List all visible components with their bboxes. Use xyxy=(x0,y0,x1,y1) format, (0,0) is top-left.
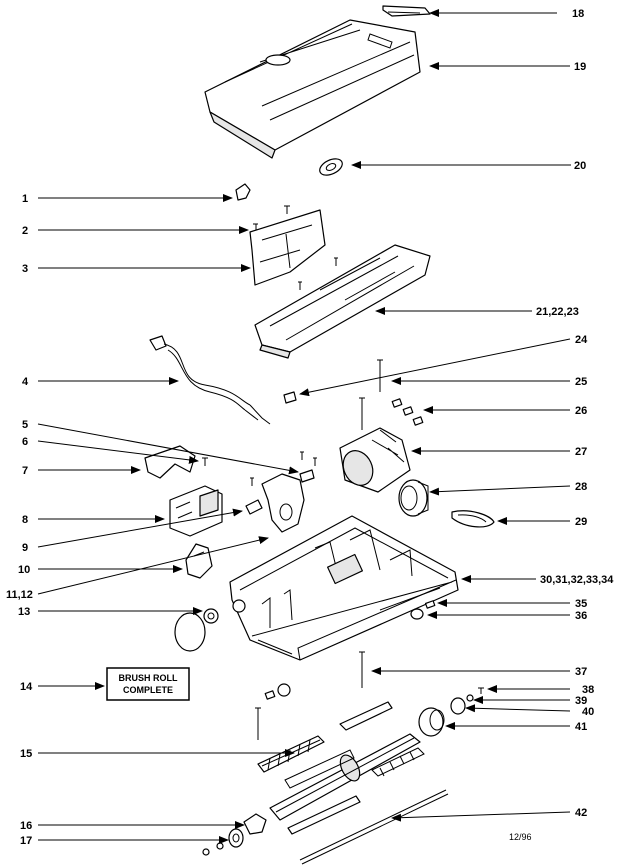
part-9-plate xyxy=(245,499,263,515)
part-25-screws xyxy=(359,359,383,430)
brush-roll-line2: COMPLETE xyxy=(123,685,173,695)
callout-37: 37 xyxy=(575,666,587,678)
callout-19: 19 xyxy=(574,61,586,73)
callout-4: 4 xyxy=(22,376,29,388)
part-11-pedal xyxy=(250,473,305,533)
part-brush-roll-dowel xyxy=(269,701,425,821)
part-21-nozzle xyxy=(254,244,431,359)
part-4-cord xyxy=(149,335,271,425)
callout-labels: 18 19 20 1 2 3 21,22,23 24 4 25 26 5 6 2… xyxy=(6,8,614,847)
callout-20: 20 xyxy=(574,160,586,172)
part-brush-small-caps xyxy=(255,683,291,740)
leader-lines xyxy=(37,9,571,844)
brush-roll-complete-box: BRUSH ROLL COMPLETE xyxy=(106,667,190,701)
callout-5: 5 xyxy=(22,419,28,431)
callout-14: 14 xyxy=(20,681,33,693)
callout-17: 17 xyxy=(20,835,32,847)
callout-7: 7 xyxy=(22,465,28,477)
callout-35: 35 xyxy=(575,598,587,610)
part-29-belt xyxy=(451,510,495,528)
callout-16: 16 xyxy=(20,820,32,832)
part-20-grommet xyxy=(319,158,343,176)
part-3-bracket xyxy=(249,209,326,286)
callout-13: 13 xyxy=(18,606,30,618)
part-19-hood xyxy=(204,19,421,159)
callout-28: 28 xyxy=(575,481,587,493)
callout-39: 39 xyxy=(575,695,587,707)
date-code: 12/96 xyxy=(509,832,532,842)
part-37-screw xyxy=(359,651,365,688)
callout-3: 3 xyxy=(22,263,28,275)
callout-38: 38 xyxy=(582,684,594,696)
part-24-pin xyxy=(283,391,297,404)
part-16-17-end-caps xyxy=(202,813,267,856)
callout-11-12: 11,12 xyxy=(6,589,33,601)
callout-6: 6 xyxy=(22,436,28,448)
callout-9: 9 xyxy=(22,542,28,554)
callout-42: 42 xyxy=(575,807,587,819)
part-1-clip xyxy=(235,183,251,201)
part-28-fan xyxy=(398,479,429,517)
part-7-holder xyxy=(144,445,208,479)
part-30-base-housing xyxy=(229,515,459,661)
callout-40: 40 xyxy=(582,706,594,718)
part-38-41-end-parts xyxy=(418,687,484,737)
part-35-36-bearings xyxy=(410,600,436,620)
callout-41: 41 xyxy=(575,721,587,733)
callout-24: 24 xyxy=(575,334,588,346)
callout-30-34: 30,31,32,33,34 xyxy=(540,574,614,586)
callout-27: 27 xyxy=(575,446,587,458)
callout-21-22-23: 21,22,23 xyxy=(536,306,579,318)
callout-10: 10 xyxy=(18,564,30,576)
callout-18: 18 xyxy=(572,8,584,20)
callout-1: 1 xyxy=(22,193,28,205)
part-5-pin xyxy=(299,451,317,483)
part-42-shaft xyxy=(287,789,449,865)
brush-roll-line1: BRUSH ROLL xyxy=(119,673,178,683)
callout-26: 26 xyxy=(575,405,587,417)
part-26-spacers xyxy=(391,398,424,426)
part-27-motor xyxy=(339,427,411,493)
part-10-clip xyxy=(185,543,213,579)
callout-8: 8 xyxy=(22,514,28,526)
part-13-wheel xyxy=(174,608,219,652)
callout-25: 25 xyxy=(575,376,587,388)
callout-29: 29 xyxy=(575,516,587,528)
part-18-clip xyxy=(382,5,431,17)
callout-15: 15 xyxy=(20,748,32,760)
callout-36: 36 xyxy=(575,610,587,622)
callout-2: 2 xyxy=(22,225,28,237)
part-8-switch-box xyxy=(169,485,223,537)
